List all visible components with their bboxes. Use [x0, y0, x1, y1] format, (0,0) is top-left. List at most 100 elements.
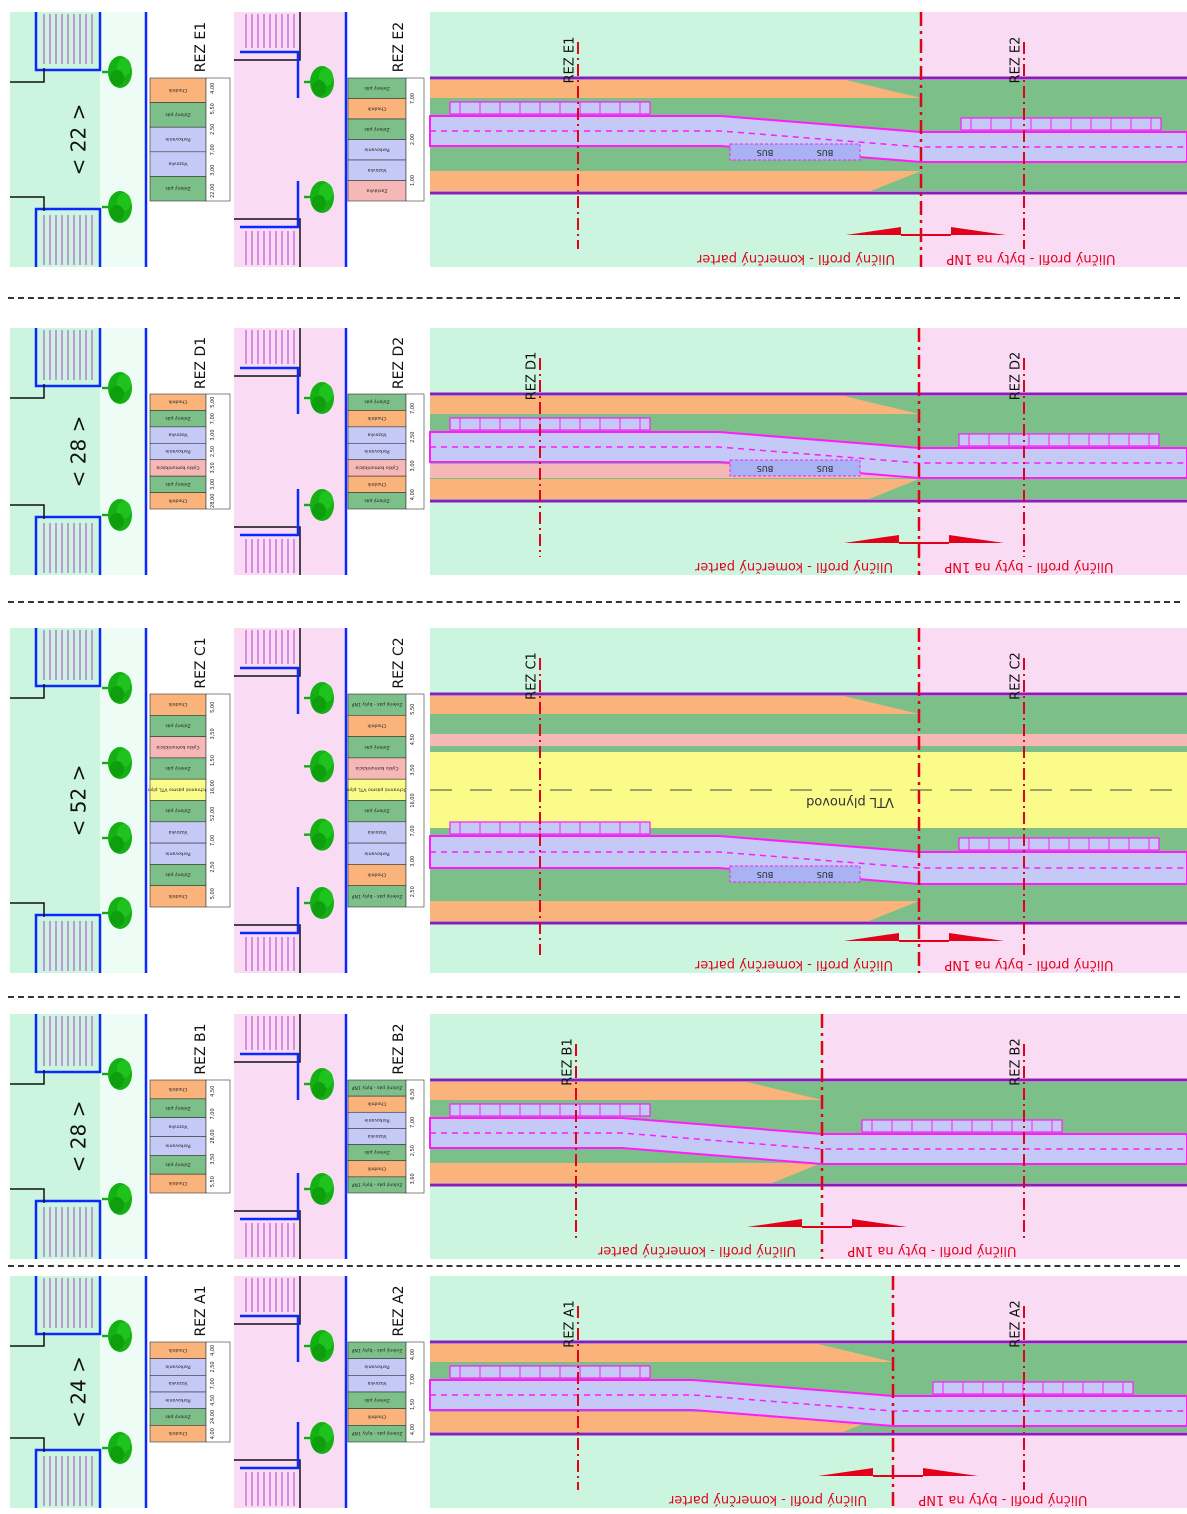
arrow-left-icon	[846, 227, 901, 235]
lane-label: Vozovka	[168, 1380, 187, 1386]
dimension-label: 3,00	[210, 479, 216, 490]
dimension-label: 2,00	[410, 134, 416, 145]
dimension-label: 22,00	[210, 184, 216, 198]
section-2-plan-label: REZ B2	[1009, 1038, 1024, 1085]
tree-icon	[304, 750, 334, 783]
lane-label: Chodník	[168, 893, 187, 900]
lane-divider	[430, 130, 1187, 148]
carriageway	[429, 1117, 1187, 1165]
lane-label: Parkovanie	[165, 1364, 190, 1370]
section-1-title: REZ D1	[193, 337, 209, 389]
dimension-label: 4,00	[210, 1345, 216, 1356]
dimension-label: 7,00	[210, 144, 216, 155]
tree-icon	[102, 56, 132, 88]
tree-icon	[304, 682, 334, 714]
dimension-label: 7,00	[410, 1374, 416, 1385]
band-separator	[8, 996, 1180, 998]
lane-label: Parkovanie	[364, 850, 389, 856]
lane-label: Chodník	[168, 399, 187, 406]
lane-divider	[430, 1132, 1187, 1150]
lane-cell	[149, 102, 207, 128]
profile-table-1: ChodníkParkovanieVozovkaParkovanieZelený…	[149, 1341, 231, 1443]
dimension-label: 2,50	[210, 861, 216, 872]
residential-cross-section	[234, 1014, 348, 1259]
lane-label: Chodník	[168, 87, 187, 94]
section-1-title: REZ A1	[193, 1285, 209, 1336]
dimension-label: 52,00	[210, 807, 216, 821]
tree-icon	[102, 822, 132, 854]
dimension-label: 5,00	[210, 888, 216, 899]
dimension-label: 24,00	[210, 1410, 216, 1424]
lane-label: Zelený pás - byty 1NP	[351, 701, 402, 708]
arrow-right-icon	[949, 933, 1004, 941]
dimension-label: 7,00	[410, 403, 416, 414]
lane-label: Zastávka	[366, 187, 387, 194]
arrow-left-icon	[844, 933, 899, 941]
bus-label: BUS	[757, 148, 773, 157]
profile-table-2: Zelený pásChodníkVozovkaParkovanieCyklo …	[347, 393, 425, 510]
dimension-column	[205, 1079, 231, 1194]
pink-zone	[234, 12, 346, 267]
lane-label: Parkovanie	[165, 448, 190, 454]
lane-label: Zelený pás	[165, 872, 191, 879]
section-2-plan-label: REZ D2	[1009, 352, 1024, 401]
dimension-label: 5,50	[410, 704, 416, 715]
dimension-column	[405, 693, 425, 908]
dimension-label: 3,50	[210, 1154, 216, 1165]
residential-profile-label: Uličný profil - byty na 1NP	[944, 957, 1113, 972]
commercial-profile-label: Uličný profil - komerčný parter	[597, 1243, 796, 1258]
dimension-label: 3,00	[410, 856, 416, 867]
section-1-plan-label: REZ A1	[563, 1300, 578, 1347]
tree-icon	[102, 499, 132, 531]
section-2-title: REZ A2	[391, 1285, 407, 1336]
dimension-label: 5,00	[210, 702, 216, 713]
dimension-label: 4,00	[410, 1424, 416, 1435]
lane-label: Zelený pás	[165, 415, 191, 422]
dimension-column	[405, 1341, 425, 1443]
lane-label: Chodník	[367, 105, 386, 112]
lane-label: Vozovka	[168, 432, 187, 438]
lane-label: Vozovka	[367, 167, 386, 173]
section-2-plan-label: REZ E2	[1009, 37, 1024, 84]
dimension-column	[405, 77, 425, 202]
band-separator	[8, 1265, 1180, 1267]
lane-label: Parkovanie	[364, 1364, 389, 1370]
lane-label: Parkovanie	[364, 1117, 389, 1123]
profile-table-2: Zelený pás - byty 1NPParkovanieVozovkaZe…	[347, 1341, 425, 1443]
band-separator	[8, 297, 1180, 299]
arrow-right-icon	[951, 227, 1006, 235]
tree-icon	[304, 382, 334, 414]
dimension-label: 1,50	[410, 1399, 416, 1410]
lane-label: Zelený pás	[364, 1397, 390, 1404]
lane-label: Zelený pás - byty 1NP	[351, 893, 402, 900]
dimension-label: 4,00	[410, 1349, 416, 1360]
street-width-label: < 22 >	[67, 104, 91, 176]
tree-icon	[102, 1432, 132, 1464]
arrow-right-icon	[949, 535, 1004, 543]
dimension-label: 3,60	[410, 1173, 416, 1184]
dimension-label: 7,00	[210, 413, 216, 424]
lane-label: Vozovka	[367, 829, 386, 835]
bus-label: BUS	[817, 464, 833, 473]
arrow-left-icon	[818, 1468, 873, 1476]
residential-cross-section	[234, 1276, 348, 1508]
lane-label: Zelený pás	[364, 744, 390, 751]
tree-icon	[304, 818, 334, 851]
residential-cross-section	[234, 628, 348, 973]
lane-label: Zelený pás - byty 1NP	[351, 1181, 402, 1188]
commercial-profile-label: Uličný profil - komerčný parter	[694, 957, 893, 972]
band-separator	[8, 601, 1180, 603]
lane-label: Zelený pás	[165, 1105, 191, 1112]
dimension-label: 2,50	[410, 432, 416, 443]
pink-zone	[234, 1014, 346, 1259]
pink-zone	[234, 328, 346, 575]
lane-label: Zelený pás	[364, 126, 390, 133]
lane-label: Zelený pás	[165, 722, 191, 729]
lane-label: Parkovanie	[165, 1397, 190, 1403]
